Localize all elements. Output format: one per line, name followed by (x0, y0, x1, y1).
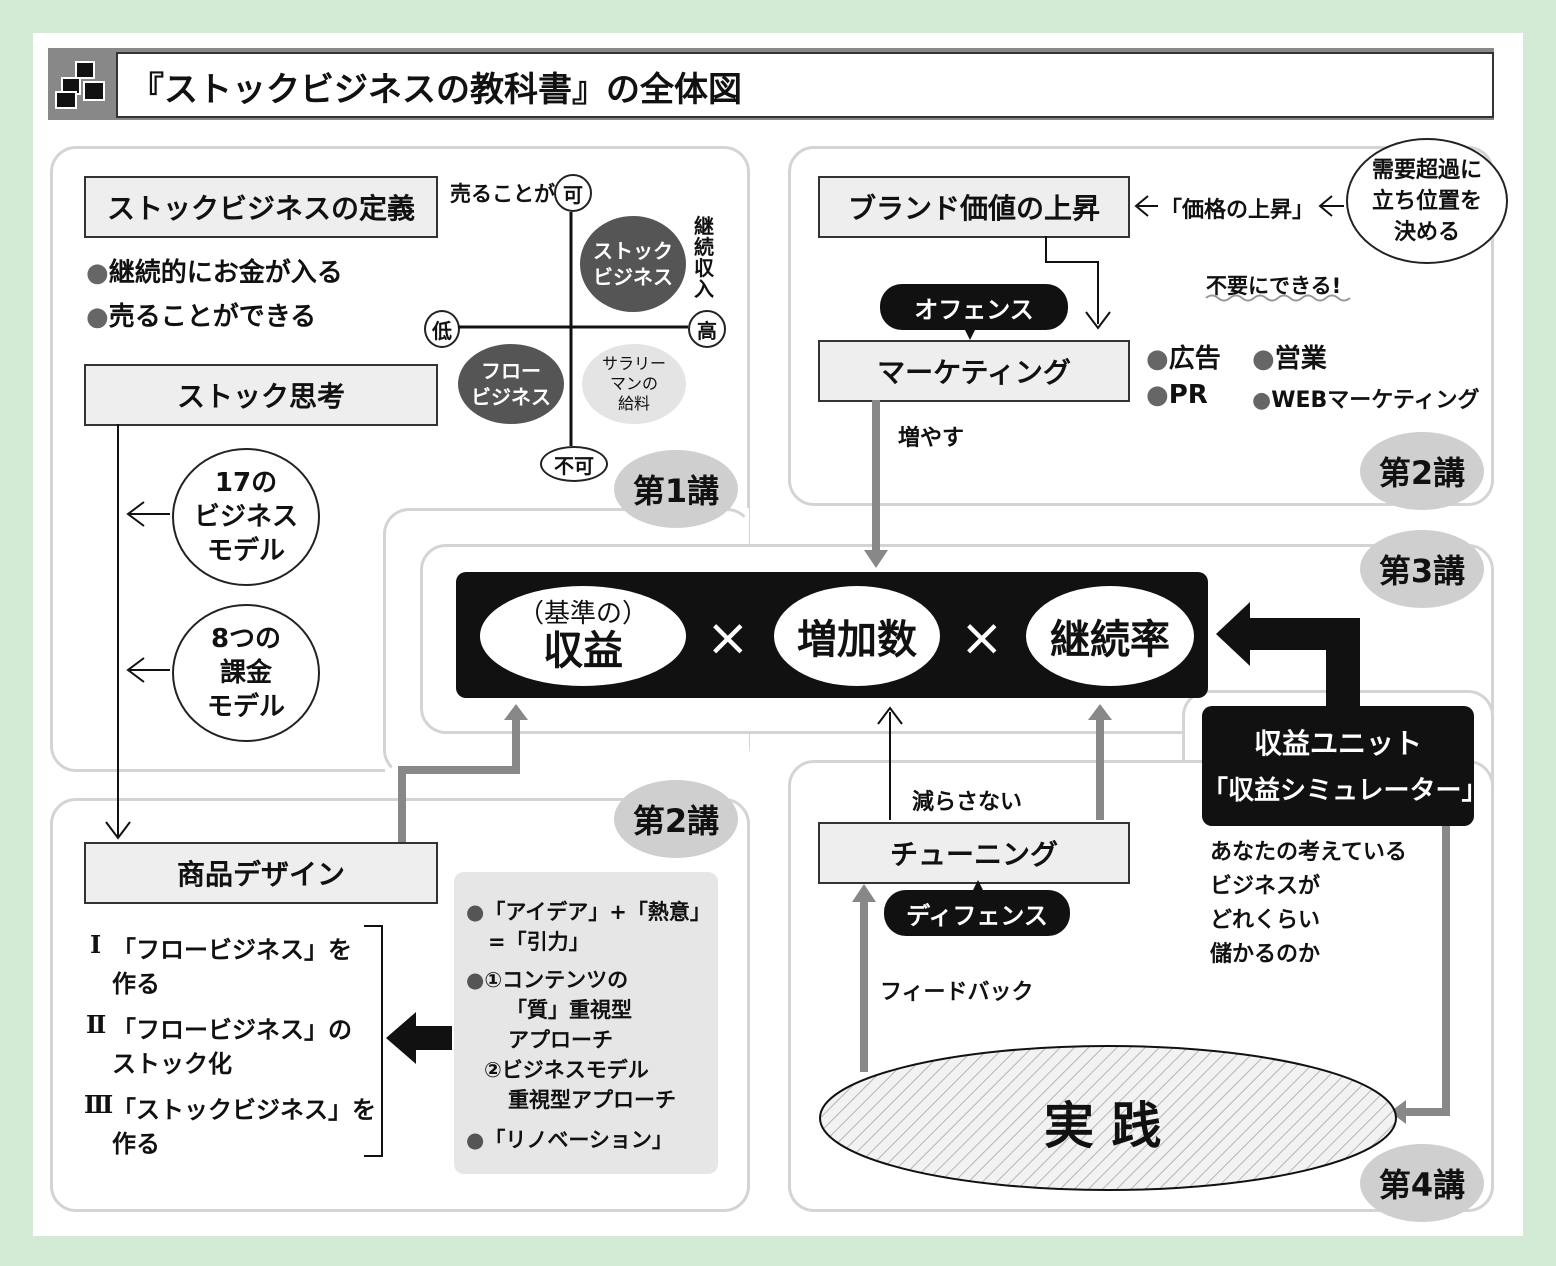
marketing-box: マーケティング (818, 340, 1130, 402)
approach-a1: ●「アイデア」+「熱意」 (466, 900, 711, 924)
definition-item-1: ●継続的にお金が入る (86, 258, 343, 288)
step-1-line-1: 「フロービジネス」を (112, 936, 352, 964)
approach-a1b: =「引力」 (488, 930, 590, 954)
approach-b3: アプローチ (508, 1028, 613, 1052)
approach-b1: ●①コンテンツの (466, 968, 629, 992)
salary-bubble: サラリーマンの給料 (582, 344, 686, 424)
revenue-unit-title: 収益ユニット (1253, 727, 1422, 760)
stock-thinking-box: ストック思考 (84, 364, 438, 426)
step-3-line-2: 作る (112, 1130, 160, 1158)
practice-label: 実 践 (1044, 1097, 1162, 1155)
tuning-box: チューニング (818, 822, 1130, 884)
matrix-y-label: 売ることが (450, 182, 555, 206)
increase-label: 増やす (898, 426, 965, 451)
times-sign-1: × (706, 608, 750, 668)
lecture-2-marketing-badge: 第2講 (1360, 432, 1484, 510)
formula-revenue: （基準の）収益 (480, 586, 686, 686)
channel-pr: ●PR (1146, 380, 1208, 410)
not-decrease-label: 減らさない (912, 790, 1023, 815)
price-rise-label: 「価格の上昇」 (1160, 198, 1315, 223)
page-title: 『ストックビジネスの教科書』の全体図 (130, 70, 742, 110)
approach-c1: ●「リノベーション」 (466, 1128, 673, 1152)
revenue-unit-desc-4: 儲かるのか (1210, 942, 1321, 967)
channel-sales: ●営業 (1252, 344, 1327, 374)
product-design-box: 商品デザイン (84, 842, 438, 904)
approach-b4: ②ビジネスモデル (484, 1058, 649, 1082)
times-sign-2: × (960, 608, 1004, 668)
revenue-unit-desc-1: あなたの考えている (1210, 840, 1407, 865)
revenue-unit-desc-3: どれくらい (1210, 908, 1321, 933)
unnecessary-label: 不要にできる! (1206, 274, 1342, 298)
matrix-x-axis-label: 継続収入 (694, 214, 714, 301)
step-2-numeral: Ⅱ (86, 1010, 107, 1039)
channel-ad: ●広告 (1146, 344, 1221, 374)
matrix-x-left: 低 (424, 310, 460, 348)
matrix-x-right: 高 (688, 310, 726, 348)
billing-models-8-circle: 8つの課金モデル (172, 604, 320, 742)
lecture-1-badge: 第1講 (614, 450, 738, 528)
lecture-2-product-badge: 第2講 (614, 780, 738, 858)
stock-business-bubble: ストックビジネス (580, 216, 686, 312)
panel-lecture-1-notch (383, 508, 753, 776)
approach-b5: 重視型アプローチ (508, 1088, 676, 1112)
lecture-3-badge: 第3講 (1360, 530, 1484, 608)
offense-pill: オフェンス (880, 284, 1068, 330)
step-3-line-1: 「ストックビジネス」を (112, 1096, 376, 1124)
revenue-unit-box (1202, 706, 1474, 826)
approach-panel (454, 872, 718, 1174)
channel-web-marketing: ●WEBマーケティング (1252, 388, 1480, 413)
definition-item-2: ●売ることができる (86, 302, 317, 332)
revenue-unit-desc-2: ビジネスが (1210, 874, 1321, 899)
stacked-boxes-icon (54, 58, 110, 110)
feedback-label: フィードバック (880, 980, 1034, 1005)
step-1-line-2: 作る (112, 970, 160, 998)
brand-value-box: ブランド価値の上昇 (818, 176, 1130, 238)
matrix-y-bottom: 不可 (540, 446, 608, 482)
defense-pill: ディフェンス (884, 890, 1070, 936)
flow-business-bubble: フロービジネス (458, 344, 564, 424)
step-2-line-2: ストック化 (112, 1050, 232, 1078)
lecture-4-badge: 第4講 (1360, 1144, 1484, 1222)
stock-thinking-arrowhead (105, 821, 131, 840)
step-3-numeral: Ⅲ (84, 1090, 114, 1119)
definition-title-box: ストックビジネスの定義 (84, 176, 438, 238)
revenue-simulator-title: 「収益シミュレーター」 (1202, 776, 1488, 806)
matrix-y-top: 可 (554, 174, 592, 212)
business-models-17-circle: 17のビジネスモデル (172, 448, 320, 586)
step-1-numeral: Ⅰ (90, 930, 102, 959)
approach-b2: 「質」重視型 (506, 998, 632, 1022)
formula-retention: 継続率 (1026, 586, 1194, 686)
demand-excess-circle: 需要超過に立ち位置を決める (1346, 138, 1508, 264)
formula-increase-count: 増加数 (774, 586, 940, 686)
step-2-line-1: 「フロービジネス」の (112, 1016, 352, 1044)
practice-ellipse (819, 1045, 1397, 1191)
header-title-box (116, 52, 1494, 118)
